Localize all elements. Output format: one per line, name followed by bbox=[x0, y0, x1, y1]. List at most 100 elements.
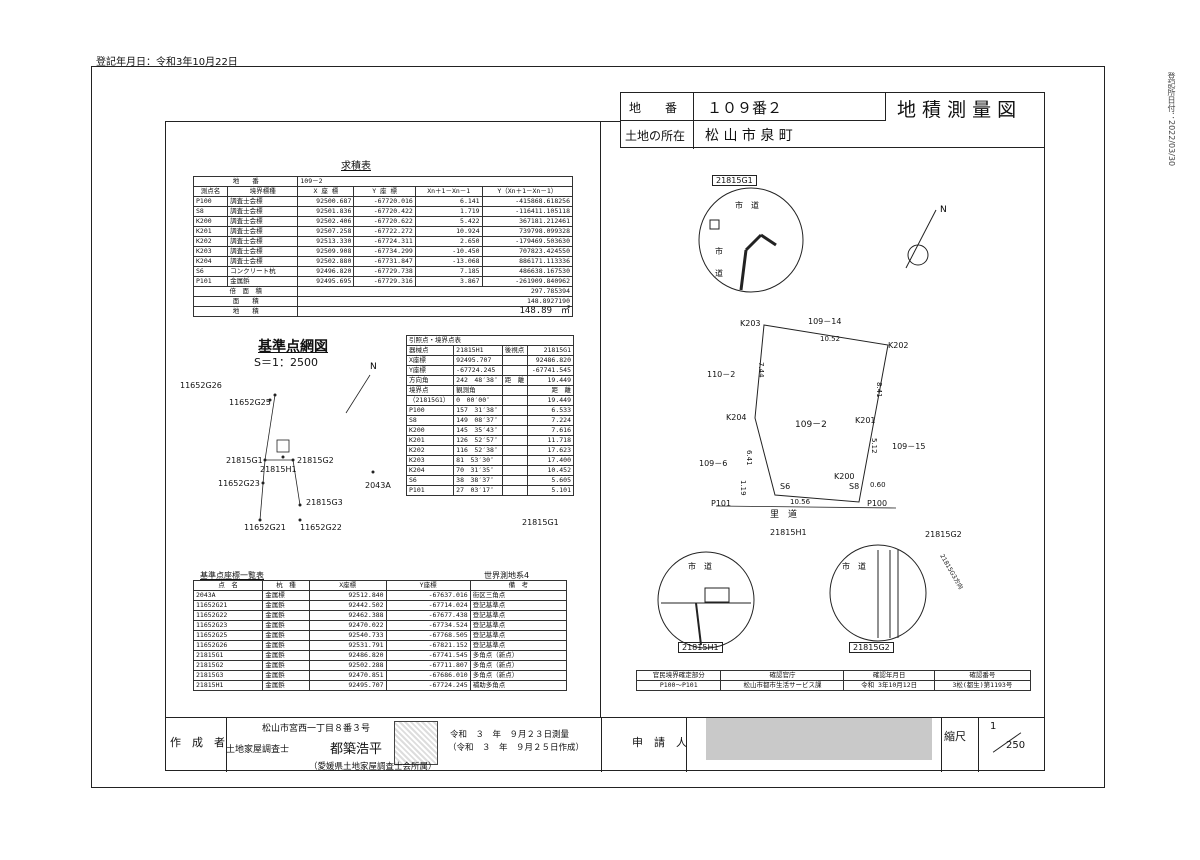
net-label-21815G1: 21815G1 bbox=[226, 456, 263, 465]
lead-cell: 145 35′43″ bbox=[453, 425, 503, 436]
refpt-cell: 金属鋲 bbox=[262, 680, 310, 691]
refpt-cell: 多角点（新点） bbox=[469, 660, 568, 671]
refpt-cell: -67724.245 bbox=[385, 680, 471, 691]
area-chiban-label: 地 番 bbox=[192, 176, 299, 187]
refpt-cell: 92512.840 bbox=[308, 590, 387, 601]
area-header-cell: 境界標種 bbox=[227, 186, 299, 197]
lead-cell: 境界点 bbox=[405, 385, 455, 396]
g1-road-b: 道 bbox=[715, 269, 723, 278]
lead-cell: -67724.245 bbox=[453, 365, 503, 376]
refpt-cell: 登記基準点 bbox=[469, 640, 568, 651]
lead-cell bbox=[501, 475, 529, 486]
net-label-21815H1: 21815H1 bbox=[260, 465, 297, 474]
location-value: 松 山 市 泉 町 bbox=[705, 128, 793, 144]
neighbor-109-14: 109－14 bbox=[808, 317, 842, 326]
lead-cell: 6.533 bbox=[527, 405, 574, 416]
area-cell: -67731.847 bbox=[353, 256, 416, 267]
area-cell: -179469.503630 bbox=[481, 236, 574, 247]
refpt-cell: 92442.502 bbox=[308, 600, 387, 611]
refpt-cell: 登記基準点 bbox=[469, 610, 568, 621]
lead-cell: 5.101 bbox=[527, 485, 574, 496]
lead-row: （21815G1）0 00′00″19.449 bbox=[405, 395, 574, 406]
refpt-cell: 92462.388 bbox=[308, 610, 387, 621]
area-header-cell: Y（Xn＋1－Xn－1） bbox=[481, 186, 574, 197]
lead-cell: 後視点 bbox=[501, 345, 529, 356]
refpt-cell: 21815G1 bbox=[192, 650, 264, 661]
area-cell: 367181.212461 bbox=[481, 216, 574, 227]
refpt-header-cell: X座標 bbox=[308, 580, 387, 591]
refpt-header-cell: 備 考 bbox=[469, 580, 568, 591]
refpt-header-cell: 点 名 bbox=[192, 580, 264, 591]
refpt-cell: 92470.851 bbox=[308, 670, 387, 681]
lead-cell: 19.449 bbox=[527, 375, 574, 386]
area-cell: 調査士会標 bbox=[227, 246, 299, 257]
area-header-cell: X 座 標 bbox=[297, 186, 355, 197]
area-cell: 92495.695 bbox=[297, 276, 355, 287]
pt-K203: K203 bbox=[740, 319, 761, 328]
refpt-cell: 92531.791 bbox=[308, 640, 387, 651]
dim-7: 1.19 bbox=[739, 480, 747, 496]
h1-point: 21815H1 bbox=[770, 528, 807, 537]
area-cell: 調査士会標 bbox=[227, 196, 299, 207]
refpt-cell: 2043A bbox=[192, 590, 264, 601]
area-cell: -13.068 bbox=[414, 256, 483, 267]
area-cell: -67720.622 bbox=[353, 216, 416, 227]
g1-road: 市 道 bbox=[735, 201, 759, 210]
lead-cell: 21815G1 bbox=[527, 345, 574, 356]
net-label-21815G3: 21815G3 bbox=[306, 498, 343, 507]
area-cell: 92507.258 bbox=[297, 226, 355, 237]
lead-cell bbox=[501, 455, 529, 466]
refpt-cell: 登記基準点 bbox=[469, 620, 568, 631]
refpt-cell: 金属鋲 bbox=[262, 630, 310, 641]
lead-cell: 149 08′37″ bbox=[453, 415, 503, 426]
lead-cell bbox=[501, 445, 529, 456]
net-label-11652G25: 11652G25 bbox=[229, 398, 271, 407]
area-cell: -116411.105118 bbox=[481, 206, 574, 217]
area-cell: -67720.016 bbox=[353, 196, 416, 207]
lead-cell bbox=[501, 385, 529, 396]
refpt-header-cell: Y座標 bbox=[385, 580, 471, 591]
area-cell: -415868.618256 bbox=[481, 196, 574, 207]
lead-cell: 7.616 bbox=[527, 425, 574, 436]
doc-title: 地 積 測 量 図 bbox=[897, 99, 1017, 121]
lead-cell bbox=[501, 415, 529, 426]
area-cell: 調査士会標 bbox=[227, 256, 299, 267]
confirm-header-cell: 確認番号 bbox=[933, 670, 1032, 681]
area-cell: -67722.272 bbox=[353, 226, 416, 237]
area-cell: -67729.738 bbox=[353, 266, 416, 277]
area-cell: 92496.820 bbox=[297, 266, 355, 277]
lead-cell: 38 38′37″ bbox=[453, 475, 503, 486]
area-cell: 7.185 bbox=[414, 266, 483, 277]
lead-cell: -67741.545 bbox=[527, 365, 574, 376]
registration-date: 登記年月日：令和3年10月22日 bbox=[96, 57, 238, 68]
lead-cell: （21815G1） bbox=[405, 395, 455, 406]
area-header-cell: 測点名 bbox=[192, 186, 229, 197]
refpt-cell: 街区三角点 bbox=[469, 590, 568, 601]
location-label: 土地の所在 bbox=[625, 129, 686, 143]
net-label-11652G26: 11652G26 bbox=[180, 381, 222, 390]
refpt-cell: 11652G25 bbox=[192, 630, 264, 641]
lead-cell: K200 bbox=[405, 425, 455, 436]
men-value: 148.8927190 bbox=[297, 296, 573, 307]
area-table-title: 求積表 bbox=[341, 161, 371, 172]
refpt-cell: -67768.505 bbox=[385, 630, 471, 641]
lead-cell: 19.449 bbox=[527, 395, 574, 406]
lead-cell: S6 bbox=[405, 475, 455, 486]
area-cell: K201 bbox=[192, 226, 229, 237]
refpt-cell: 登記基準点 bbox=[469, 600, 568, 611]
